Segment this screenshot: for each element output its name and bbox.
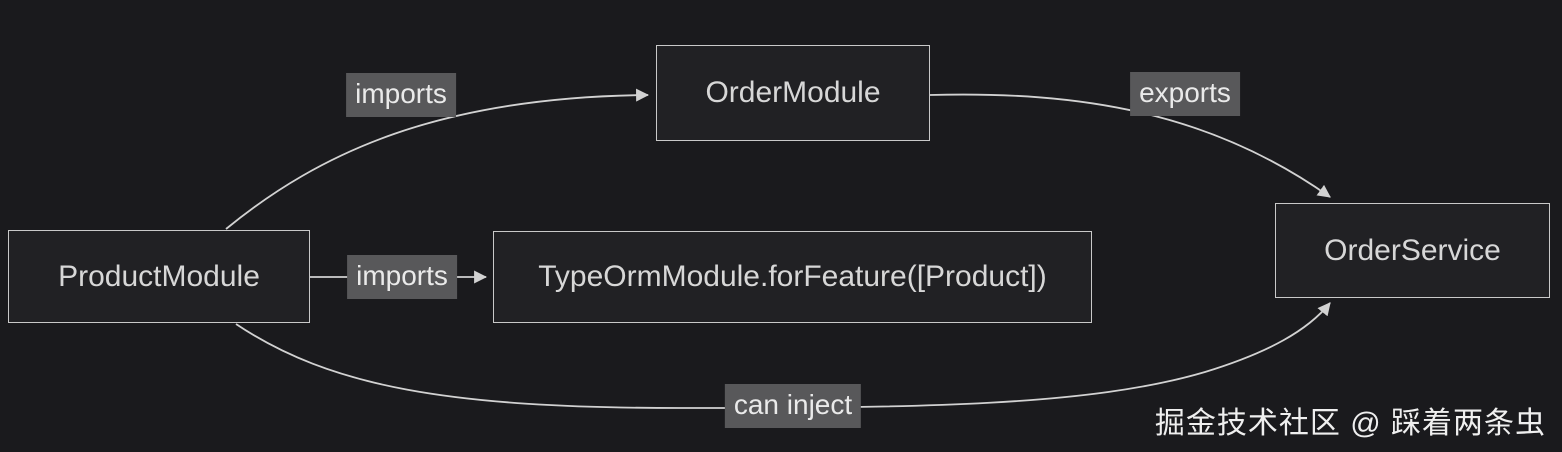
edge-label-imports-to-typeorm: imports — [347, 255, 457, 299]
node-order-service: OrderService — [1275, 203, 1550, 298]
node-product-module: ProductModule — [8, 230, 310, 323]
node-typeorm-forfeature: TypeOrmModule.forFeature([Product]) — [493, 231, 1092, 323]
edge-label-exports: exports — [1130, 72, 1240, 116]
edge-product-to-ordermodule — [225, 88, 650, 230]
node-typeorm-forfeature-label: TypeOrmModule.forFeature([Product]) — [538, 260, 1047, 293]
watermark: 掘金技术社区 @ 踩着两条虫 — [1154, 407, 1546, 440]
node-order-module-label: OrderModule — [705, 76, 881, 109]
edge-label-can-inject: can inject — [724, 384, 862, 428]
node-order-module: OrderModule — [656, 45, 930, 141]
edge-product-to-orderservice — [235, 302, 1331, 409]
node-order-service-label: OrderService — [1324, 233, 1501, 267]
edge-label-imports-to-ordermodule: imports — [346, 73, 456, 117]
node-product-module-label: ProductModule — [58, 259, 260, 293]
